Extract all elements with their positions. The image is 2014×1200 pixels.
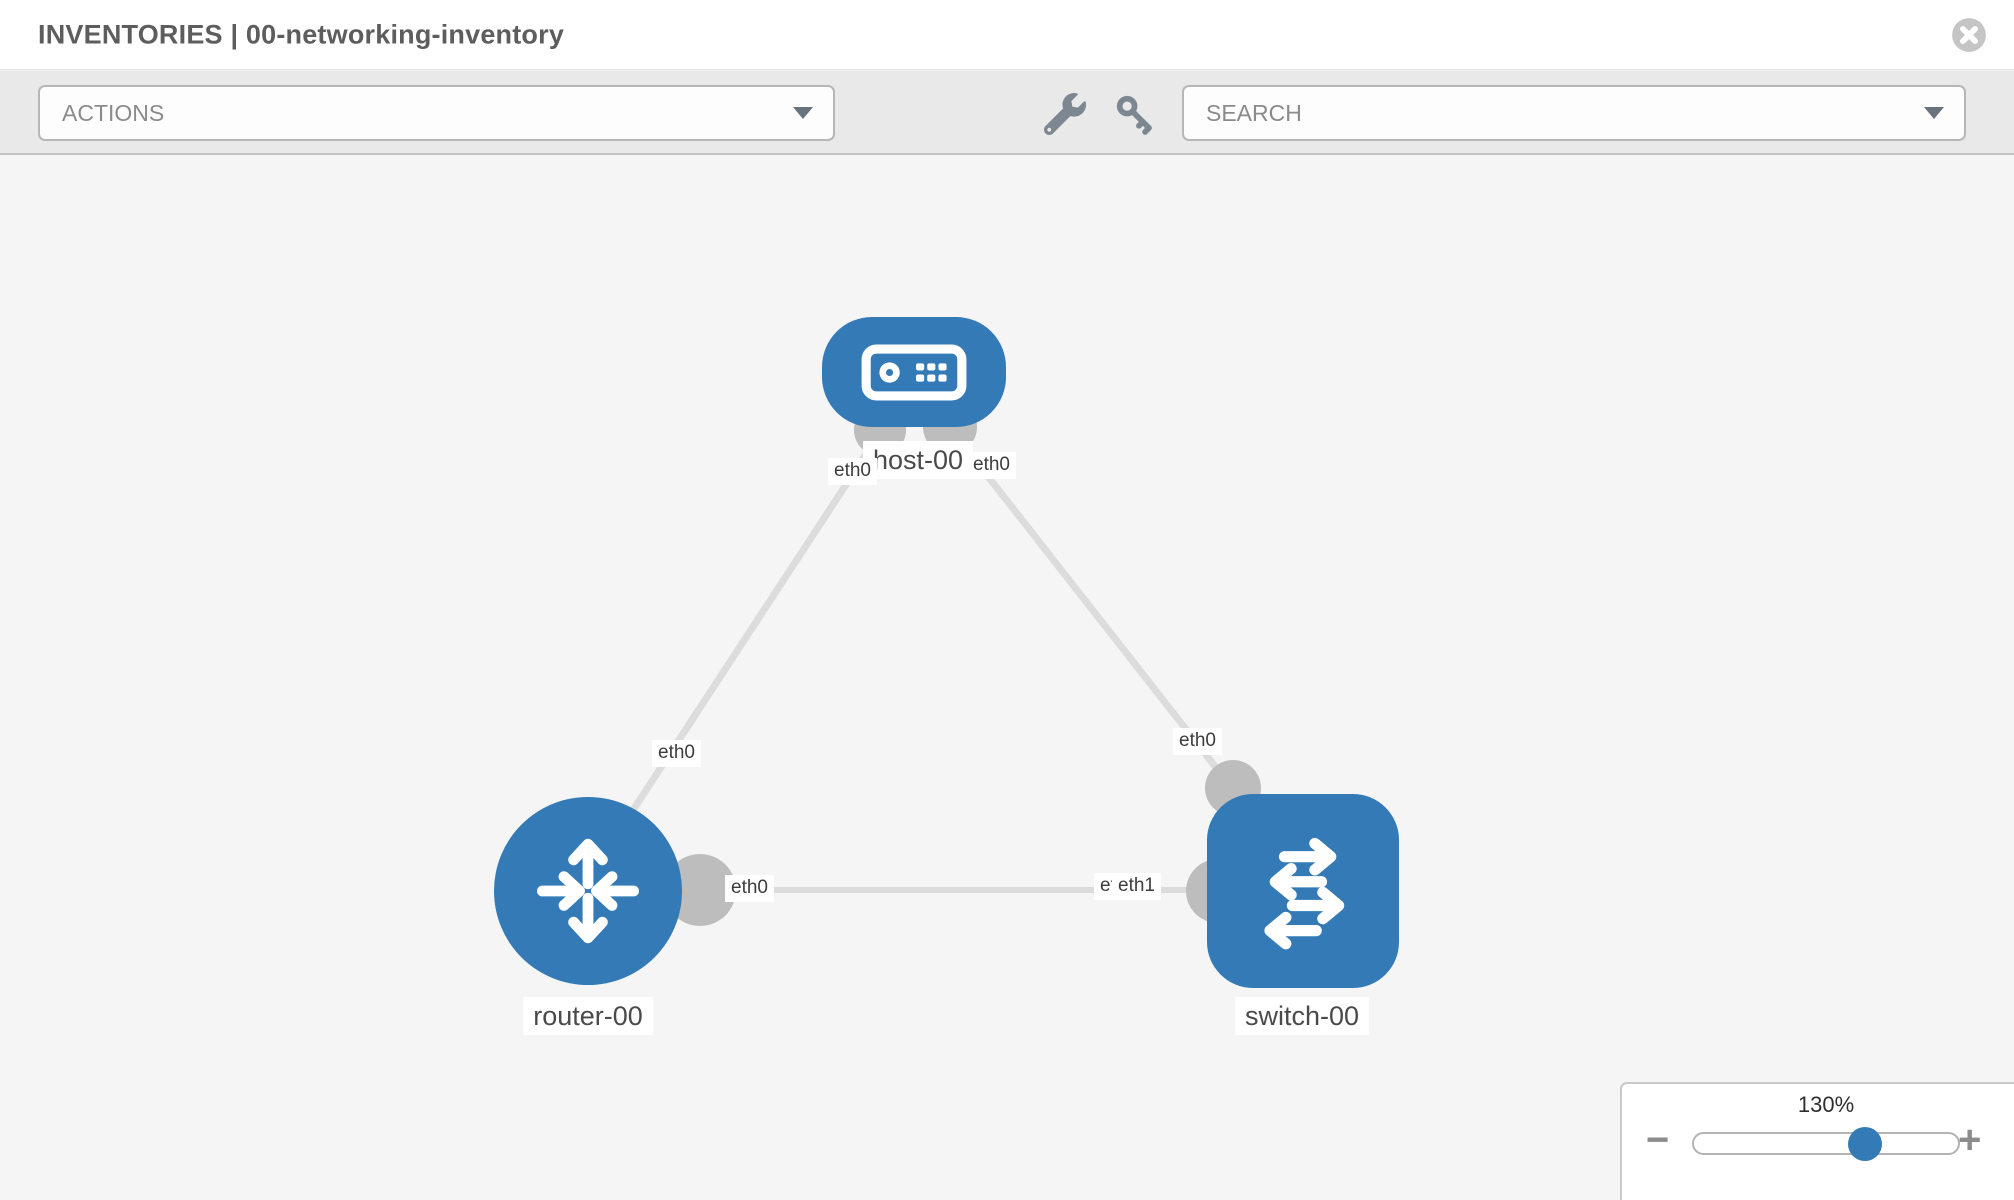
- interface-label: eth0: [652, 740, 701, 767]
- credentials-button[interactable]: [1112, 91, 1158, 137]
- topology-links-layer: [617, 400, 1261, 926]
- switch-icon: [1264, 837, 1345, 950]
- node-label-router: router-00: [523, 997, 653, 1036]
- host-icon: [861, 344, 967, 400]
- zoom-out-button[interactable]: −: [1646, 1118, 1670, 1162]
- close-button[interactable]: [1950, 16, 1988, 54]
- node-label-switch: switch-00: [1234, 997, 1370, 1036]
- interface-label: eth0: [967, 452, 1016, 479]
- topology-canvas[interactable]: host-00 router-00 switch-00 eth0 eth0 et…: [0, 157, 2014, 1200]
- search-dropdown[interactable]: SEARCH: [1182, 85, 1966, 141]
- node-router-00[interactable]: [494, 797, 682, 985]
- link-host-router[interactable]: [617, 423, 888, 832]
- wrench-icon: [1044, 93, 1086, 135]
- zoom-panel: 130% − +: [1620, 1082, 2014, 1200]
- node-label-host: host-00: [862, 441, 974, 480]
- actions-dropdown[interactable]: ACTIONS: [38, 85, 835, 141]
- interface-label: eth1: [1112, 873, 1161, 900]
- toolbar: ACTIONS SEARCH: [0, 71, 2014, 155]
- interface-label: eth0: [828, 458, 877, 485]
- key-icon: [1116, 95, 1152, 135]
- zoom-slider-track[interactable]: [1692, 1132, 1960, 1155]
- zoom-in-button[interactable]: +: [1958, 1118, 1982, 1162]
- search-dropdown-label: SEARCH: [1206, 99, 1302, 126]
- close-icon: [1952, 18, 1986, 52]
- page-header: INVENTORIES | 00-networking-inventory: [0, 0, 2014, 70]
- chevron-down-icon: [1924, 107, 1944, 119]
- interface-label: eth0: [1173, 728, 1222, 755]
- zoom-slider-thumb[interactable]: [1848, 1127, 1882, 1161]
- configure-button[interactable]: [1042, 91, 1088, 137]
- node-host-00[interactable]: [822, 317, 1006, 427]
- interface-connector[interactable]: [664, 854, 736, 926]
- node-switch-00[interactable]: [1207, 794, 1399, 988]
- page-title: INVENTORIES | 00-networking-inventory: [38, 19, 565, 49]
- interface-label: eth0: [725, 875, 774, 902]
- actions-dropdown-label: ACTIONS: [62, 99, 165, 126]
- chevron-down-icon: [793, 107, 813, 119]
- zoom-level-label: 130%: [1797, 1092, 1855, 1117]
- router-icon: [537, 838, 639, 944]
